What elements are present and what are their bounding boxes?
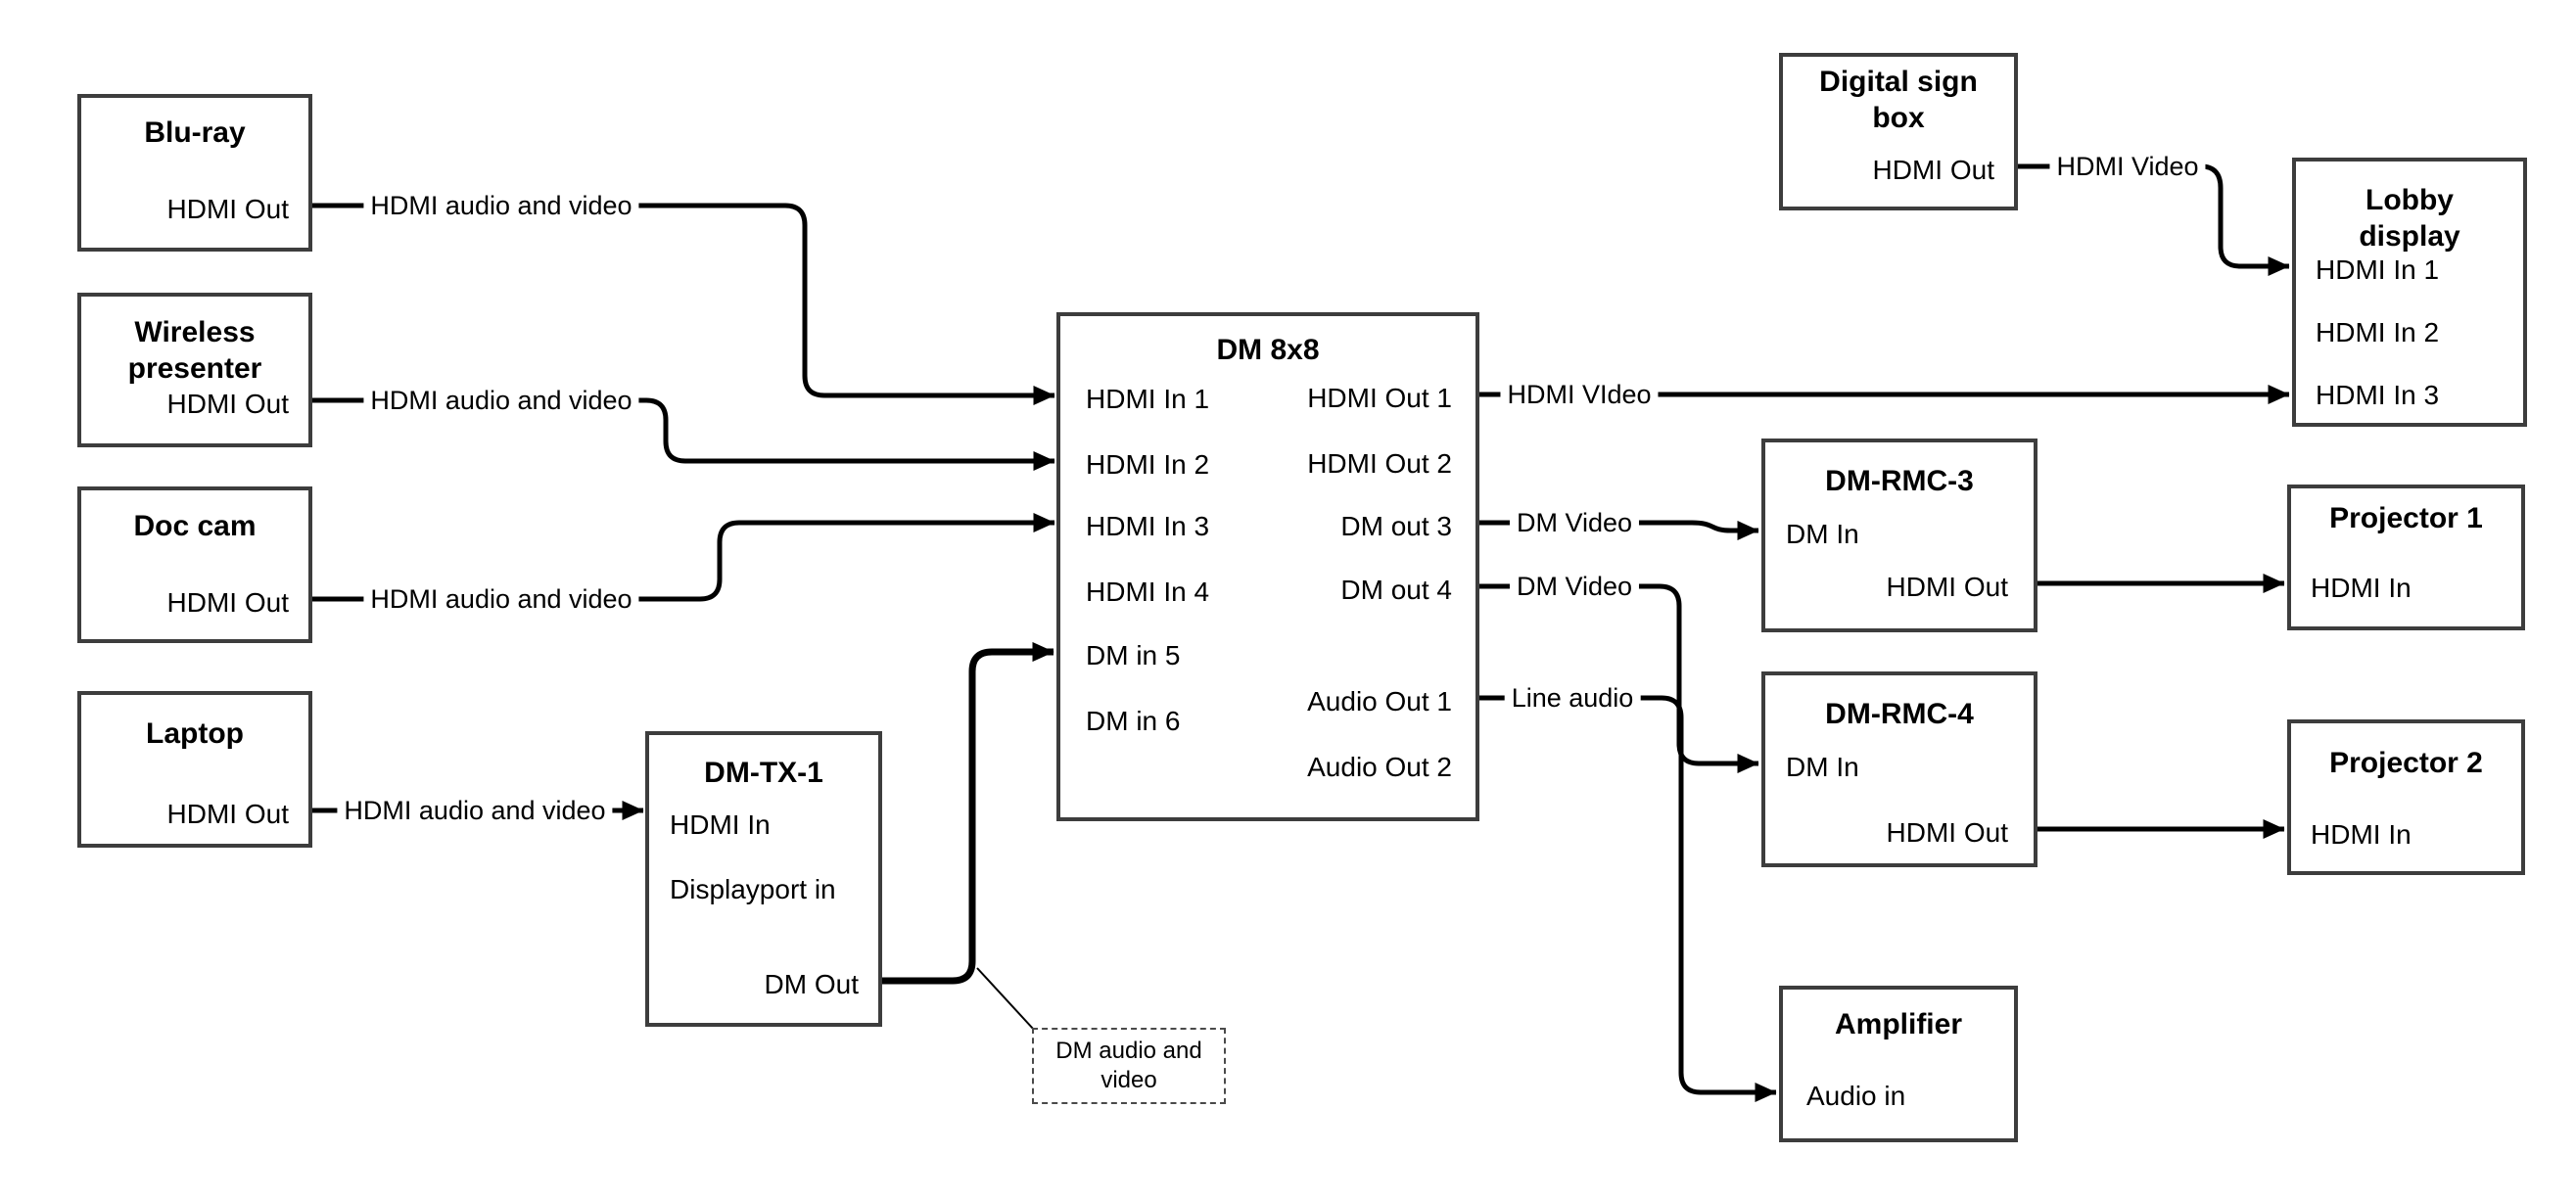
node-title: Projector 1	[2329, 502, 2483, 534]
port-hdmi-out-2: HDMI Out 2	[1307, 448, 1452, 479]
connection-dm8x8-amplifier	[1479, 695, 1777, 1102]
port-audio-in: Audio in	[1806, 1081, 1906, 1111]
port-dm-in: DM In	[1786, 752, 1859, 782]
node-laptop: Laptop HDMI Out	[77, 691, 312, 848]
node-projector-1: Projector 1 HDMI In	[2287, 485, 2525, 630]
port-hdmi-in-1: HDMI In 1	[1086, 384, 1210, 414]
node-title: DM-RMC-4	[1825, 698, 1974, 730]
node-lobby-display: Lobby display HDMI In 1 HDMI In 2 HDMI I…	[2292, 158, 2527, 427]
node-digital-sign-box: Digital sign box HDMI Out	[1779, 53, 2018, 210]
port-dm-out-4: DM out 4	[1340, 575, 1452, 605]
connection-label-dm8x8-rmc3: DM Video	[1509, 508, 1640, 537]
node-dm-8x8: DM 8x8 HDMI In 1 HDMI In 2 HDMI In 3 HDM…	[1056, 312, 1479, 821]
port-hdmi-in: HDMI In	[2311, 573, 2412, 603]
port-audio-out-1: Audio Out 1	[1307, 686, 1452, 716]
node-title: Amplifier	[1834, 1008, 1963, 1040]
port-hdmi-in-2: HDMI In 2	[2316, 317, 2440, 347]
port-hdmi-out: HDMI Out	[166, 194, 289, 224]
node-title: Blu-ray	[144, 116, 246, 149]
note-dm-audio-and-video: DM audio and video	[1032, 1028, 1226, 1104]
node-title: Projector 2	[2329, 747, 2483, 779]
port-hdmi-out: HDMI Out	[1872, 155, 1994, 185]
connection-dm8x8-rmc4	[1479, 583, 1759, 773]
connection-dmtx1-dm8x8	[882, 641, 1054, 985]
node-dm-rmc-4: DM-RMC-4 DM In HDMI Out	[1761, 671, 2037, 867]
connection-label-dm8x8-lobby: HDMI VIdeo	[1500, 380, 1659, 409]
port-dm-out-3: DM out 3	[1340, 511, 1452, 541]
connection-label-dm8x8-amplifier: Line audio	[1504, 683, 1641, 713]
port-hdmi-out: HDMI Out	[166, 799, 289, 829]
connection-dm8x8-rmc3	[1479, 520, 1759, 540]
port-hdmi-in-1: HDMI In 1	[2316, 254, 2440, 285]
connection-digitalsign-lobby	[2018, 163, 2290, 276]
port-hdmi-in: HDMI In	[670, 809, 771, 840]
port-hdmi-in: HDMI In	[2311, 819, 2412, 850]
port-hdmi-out: HDMI Out	[1886, 572, 2008, 602]
port-dm-in-5: DM in 5	[1086, 640, 1181, 670]
node-title: DM 8x8	[1216, 334, 1320, 366]
port-hdmi-out-1: HDMI Out 1	[1307, 383, 1452, 413]
connection-wireless-dm8x8	[312, 397, 1055, 471]
node-title: Lobby display	[2359, 184, 2460, 253]
node-title: DM-TX-1	[704, 757, 823, 789]
node-doc-cam: Doc cam HDMI Out	[77, 486, 312, 643]
node-title: Digital sign box	[1819, 66, 1978, 134]
connection-label-doccam-dm8x8: HDMI audio and video	[363, 584, 639, 614]
node-wireless-presenter: Wireless presenter HDMI Out	[77, 293, 312, 447]
port-dm-in: DM In	[1786, 519, 1859, 549]
node-title: DM-RMC-3	[1825, 465, 1974, 497]
port-hdmi-in-3: HDMI In 3	[1086, 511, 1210, 541]
connection-doccam-dm8x8	[312, 513, 1055, 602]
port-hdmi-in-2: HDMI In 2	[1086, 449, 1210, 480]
port-hdmi-out: HDMI Out	[1886, 817, 2008, 848]
port-hdmi-in-4: HDMI In 4	[1086, 577, 1210, 607]
connection-label-bluray-dm8x8: HDMI audio and video	[363, 191, 639, 220]
connection-label-wireless-dm8x8: HDMI audio and video	[363, 386, 639, 415]
port-audio-out-2: Audio Out 2	[1307, 752, 1452, 782]
node-title: Doc cam	[133, 510, 257, 542]
note-leader-line	[976, 967, 1035, 1031]
connection-label-dm8x8-rmc4: DM Video	[1509, 572, 1640, 601]
port-hdmi-out: HDMI Out	[166, 587, 289, 618]
port-hdmi-in-3: HDMI In 3	[2316, 380, 2440, 410]
port-dm-out: DM Out	[764, 969, 859, 999]
node-dm-rmc-3: DM-RMC-3 DM In HDMI Out	[1761, 439, 2037, 632]
port-displayport-in: Displayport in	[670, 874, 836, 904]
port-dm-in-6: DM in 6	[1086, 706, 1181, 736]
port-hdmi-out: HDMI Out	[166, 389, 289, 419]
node-amplifier: Amplifier Audio in	[1779, 986, 2018, 1142]
connection-bluray-dm8x8	[312, 203, 1055, 405]
node-blu-ray: Blu-ray HDMI Out	[77, 94, 312, 252]
connection-label-laptop-dmtx1: HDMI audio and video	[337, 796, 613, 825]
node-title: Laptop	[146, 717, 244, 750]
node-title: Wireless presenter	[127, 316, 262, 385]
connection-label-digitalsign-lobby: HDMI Video	[2049, 152, 2206, 181]
node-projector-2: Projector 2 HDMI In	[2287, 719, 2525, 875]
node-dm-tx-1: DM-TX-1 HDMI In Displayport in DM Out	[645, 731, 882, 1027]
